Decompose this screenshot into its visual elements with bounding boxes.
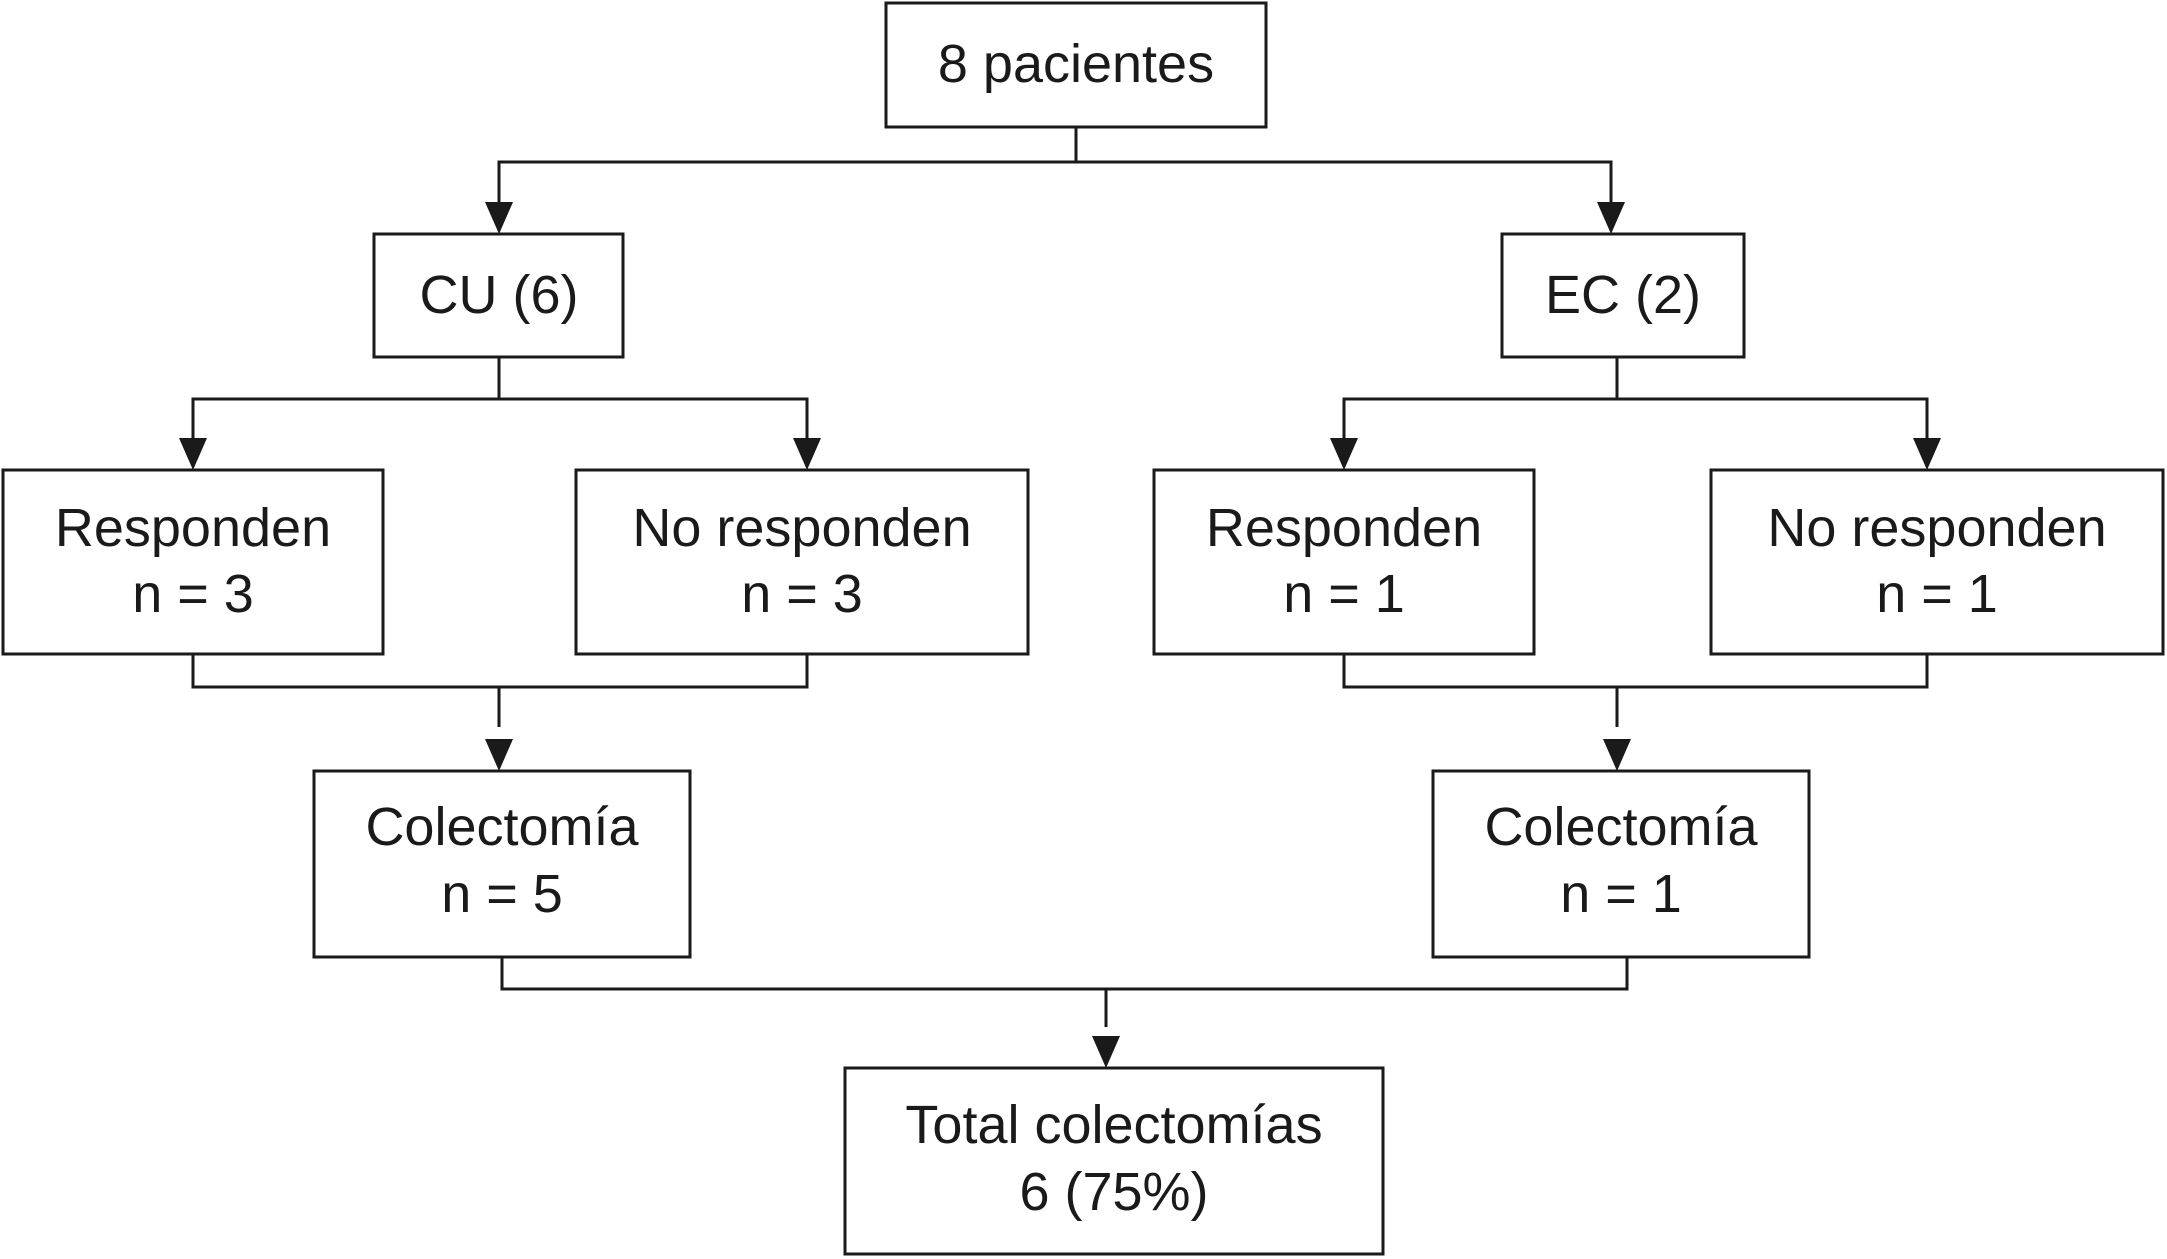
- node-ec-no-responden: No responden n = 1: [1709, 468, 2165, 656]
- edge-ec-to-no-responden: [1617, 397, 1929, 443]
- node-cu-no-responden-count: n = 3: [741, 564, 863, 624]
- edge-ec-to-responden: [1342, 397, 1617, 443]
- edge-colectomias-merge: [500, 957, 1629, 991]
- node-ec-responden: Responden n = 1: [1152, 468, 1536, 656]
- arrowhead-ec-colectomia: [1603, 739, 1631, 771]
- node-root: 8 pacientes: [884, 1, 1268, 129]
- node-ec-colectomia: Colectomía n = 1: [1431, 769, 1811, 959]
- arrowheads: [179, 202, 1941, 1068]
- arrowhead-ec-responden: [1330, 438, 1358, 470]
- node-total-count: 6 (75%): [1019, 1162, 1208, 1222]
- node-total: Total colectomías 6 (75%): [843, 1066, 1385, 1256]
- node-ec-no-responden-title: No responden: [1767, 498, 2106, 558]
- arrowhead-cu-colectomia: [485, 739, 513, 771]
- edge-root-to-cu: [497, 160, 1076, 207]
- edge-cu-to-no-responden: [499, 397, 809, 443]
- arrowhead-ec: [1597, 202, 1625, 234]
- node-ec-label: EC (2): [1545, 265, 1701, 325]
- arrowhead-total: [1092, 1036, 1120, 1068]
- node-total-title: Total colectomías: [905, 1095, 1322, 1155]
- node-cu-no-responden: No responden n = 3: [574, 468, 1030, 656]
- node-cu-responden: Responden n = 3: [1, 468, 385, 656]
- node-cu-colectomia: Colectomía n = 5: [312, 769, 692, 959]
- arrowhead-cu: [485, 202, 513, 234]
- node-ec-responden-count: n = 1: [1283, 564, 1405, 624]
- arrowhead-ec-no-responden: [1913, 438, 1941, 470]
- node-cu-responden-title: Responden: [55, 498, 331, 558]
- edge-cu-outcomes-merge: [191, 654, 809, 689]
- node-cu: CU (6): [372, 232, 625, 359]
- node-root-label: 8 pacientes: [938, 34, 1214, 94]
- node-ec-colectomia-title: Colectomía: [1484, 797, 1758, 857]
- node-cu-responden-count: n = 3: [132, 564, 254, 624]
- node-ec-no-responden-count: n = 1: [1876, 564, 1998, 624]
- node-cu-label: CU (6): [420, 265, 579, 325]
- connectors: [191, 127, 1929, 1027]
- arrowhead-cu-responden: [179, 438, 207, 470]
- edge-cu-to-responden: [191, 397, 499, 443]
- edge-ec-outcomes-merge: [1342, 654, 1929, 689]
- node-cu-colectomia-title: Colectomía: [365, 797, 639, 857]
- node-cu-colectomia-count: n = 5: [441, 864, 563, 924]
- node-ec: EC (2): [1500, 232, 1746, 359]
- node-ec-colectomia-count: n = 1: [1560, 864, 1682, 924]
- edge-root-to-ec: [1076, 160, 1613, 207]
- arrowhead-cu-no-responden: [793, 438, 821, 470]
- node-ec-responden-title: Responden: [1206, 498, 1482, 558]
- node-cu-no-responden-title: No responden: [632, 498, 971, 558]
